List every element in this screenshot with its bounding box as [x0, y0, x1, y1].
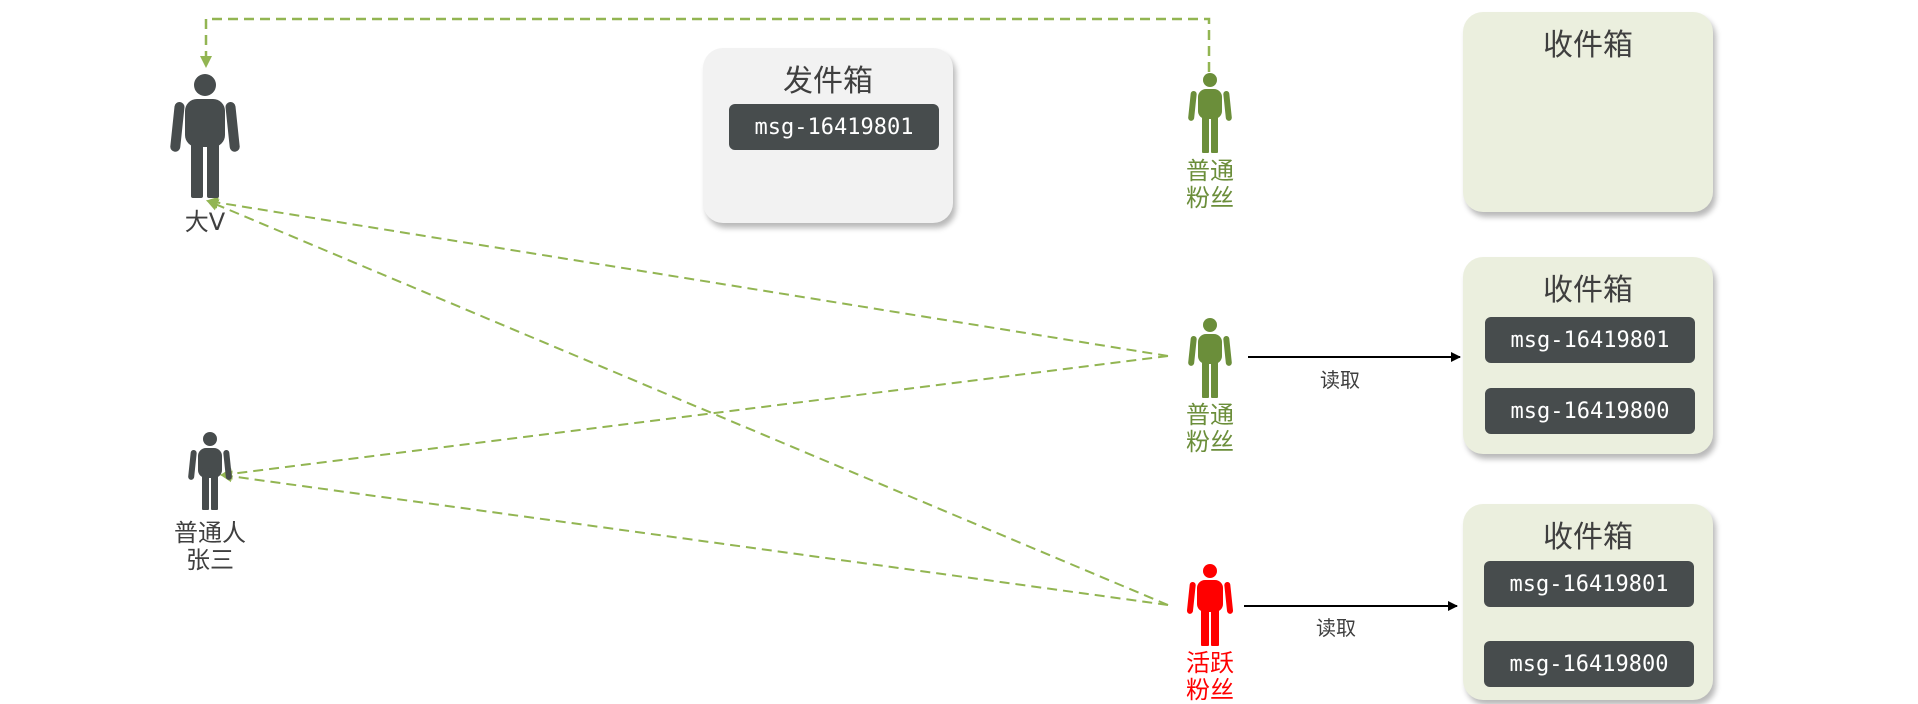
outbox: 发件箱 msg-16419801 [703, 48, 953, 223]
person-icon [1188, 73, 1232, 153]
message-card: msg-16419801 [1484, 561, 1694, 607]
inbox-top: 收件箱 [1463, 12, 1713, 212]
person-label-bigv: 大V [184, 208, 226, 236]
dashed-link-topfan-bigv [200, 17, 1211, 72]
label-line: 活跃 [1186, 649, 1234, 677]
label-line: 粉丝 [1186, 428, 1234, 456]
label-line: 普通 [1186, 401, 1234, 429]
person-label-fan-mid: 普通 粉丝 [1170, 402, 1250, 456]
dashed-link-midfan-zhangsan [220, 355, 1169, 480]
read-label: 读取 [1316, 616, 1356, 640]
label-line: 粉丝 [1186, 184, 1234, 212]
dashed-link-midfan-bigv [206, 196, 1169, 357]
person-label-fan-active: 活跃 粉丝 [1170, 650, 1250, 704]
person-label-fan-top: 普通 粉丝 [1170, 158, 1250, 212]
label-line: 普通人 [174, 519, 246, 547]
label-line: 张三 [186, 546, 234, 574]
message-card: msg-16419801 [1485, 317, 1695, 363]
message-card: msg-16419801 [729, 104, 939, 150]
inbox-title: 收件箱 [1543, 520, 1633, 555]
inbox-title: 收件箱 [1543, 273, 1633, 308]
label-line: 普通 [1186, 157, 1234, 185]
person-icon [1188, 318, 1232, 398]
person-icon [1186, 564, 1234, 646]
person-icon [170, 74, 240, 198]
message-card: msg-16419800 [1484, 641, 1694, 687]
person-icon [188, 432, 232, 510]
read-label: 读取 [1320, 368, 1360, 392]
message-card: msg-16419800 [1485, 388, 1695, 434]
inbox-title: 收件箱 [1543, 28, 1633, 63]
label-line: 粉丝 [1186, 676, 1234, 704]
person-label-zhangsan: 普通人 张三 [160, 520, 260, 574]
outbox-title: 发件箱 [783, 64, 873, 99]
dashed-link-activefan-bigv [206, 199, 1169, 606]
inbox-bottom: 收件箱 msg-16419801 msg-16419800 [1463, 504, 1713, 700]
inbox-middle: 收件箱 msg-16419801 msg-16419800 [1463, 257, 1713, 454]
dashed-link-activefan-zhangsan [220, 470, 1169, 606]
